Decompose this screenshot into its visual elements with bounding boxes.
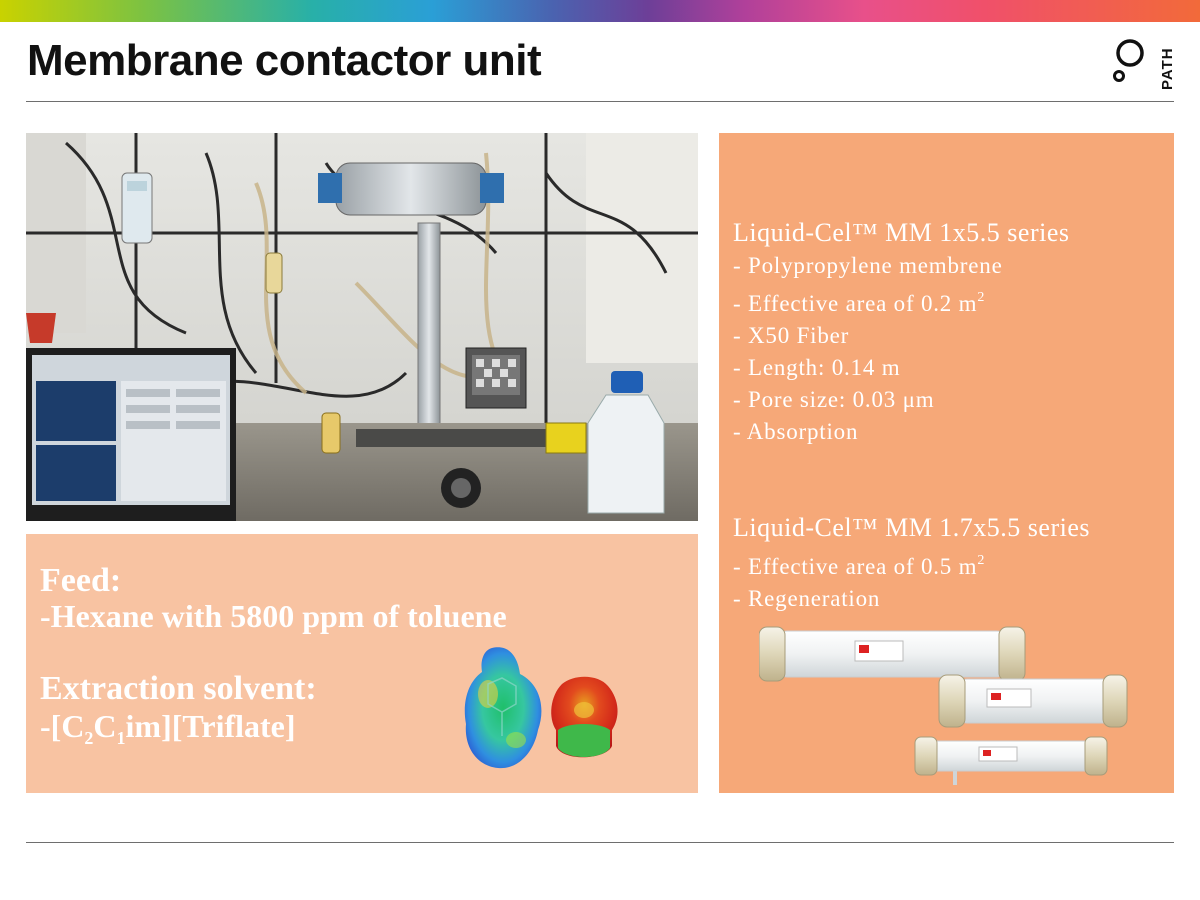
path-logo: PATH [1113,39,1176,90]
triflate-electrostatic-map [551,676,618,758]
spec2-line: - Effective area of 0.5 m2 [733,553,986,579]
spec-block-2: Liquid-Cel™ MM 1.7x5.5 series - Effectiv… [733,511,1090,615]
solvent-text: -[C2C1im][Triflate] [40,708,296,748]
spec1-title: Liquid-Cel™ MM 1x5.5 series [733,218,1070,247]
spec2-title: Liquid-Cel™ MM 1.7x5.5 series [733,513,1091,542]
spec1-line: - Polypropylene membrene [733,253,1003,278]
rainbow-header-bar [0,0,1200,22]
feed-text: -Hexane with 5800 ppm of toluene [40,598,507,634]
cartridge-medium [938,674,1128,728]
membrane-contactor-image [759,626,1128,785]
toluene-electrostatic-map [464,647,542,769]
spec1-line: - Pore size: 0.03 μm [733,387,935,412]
lab-setup-photo [26,133,698,521]
spec1-line: - Absorption [733,419,859,444]
spec2-line: - Regeneration [733,586,881,611]
header-divider [26,101,1174,102]
feed-heading: Feed: [40,562,122,599]
feed-info-panel: Feed: -Hexane with 5800 ppm of toluene E… [26,534,698,793]
cartridge-small [914,736,1108,785]
spec1-line: - Length: 0.14 m [733,355,901,380]
solvent-heading: Extraction solvent: [40,670,317,707]
footer-divider [26,842,1174,843]
spec-block-1: Liquid-Cel™ MM 1x5.5 series - Polypropyl… [733,216,1070,448]
logo-text: PATH [1159,47,1176,90]
spec1-line: - X50 Fiber [733,323,850,348]
slide-title: Membrane contactor unit [27,36,542,85]
membrane-specs-panel: Liquid-Cel™ MM 1x5.5 series - Polypropyl… [719,133,1174,793]
spec1-line: - Effective area of 0.2 m2 [733,290,986,316]
cartridge-large [759,626,1026,682]
